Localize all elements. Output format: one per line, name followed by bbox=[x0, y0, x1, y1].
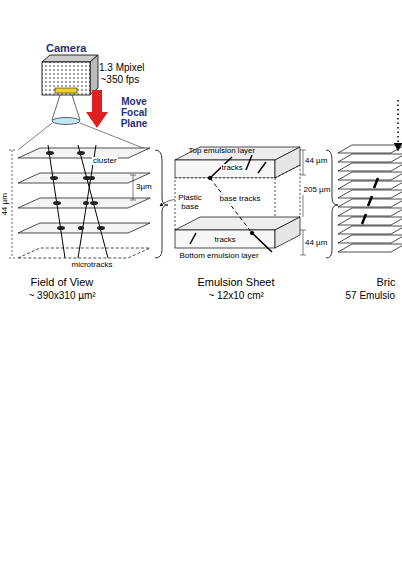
bracket bbox=[326, 150, 338, 258]
brick-sheet bbox=[338, 154, 402, 162]
camera-label: Camera bbox=[46, 42, 86, 54]
brick bbox=[338, 145, 402, 252]
focal-planes bbox=[18, 145, 150, 258]
part-label: base tracks bbox=[219, 195, 262, 204]
part-label: tracks bbox=[221, 164, 244, 173]
dimension-line bbox=[9, 150, 15, 258]
brick-sheet bbox=[338, 190, 402, 198]
brick-sheet bbox=[338, 163, 402, 171]
section-subtitle: 57 Emulsio bbox=[346, 290, 395, 301]
dimension-label: 44 µm bbox=[305, 157, 327, 166]
brick-sheet bbox=[338, 172, 402, 180]
brick-sheet bbox=[338, 244, 402, 252]
brick-sheet bbox=[338, 235, 402, 243]
dimension-label: 205 µm bbox=[303, 186, 332, 195]
brick-sheet bbox=[338, 208, 402, 216]
bracket bbox=[155, 150, 168, 258]
part-label: Bottom emulsion layer bbox=[180, 252, 259, 261]
part-label: cluster bbox=[92, 157, 118, 166]
section-title: Emulsion Sheet bbox=[198, 276, 275, 288]
dimension-label: 3µm bbox=[136, 183, 152, 192]
brick-tracks bbox=[362, 178, 378, 224]
focus-arrow bbox=[86, 90, 108, 128]
part-label: tracks bbox=[214, 236, 237, 245]
section-subtitle: ~ 12x10 cm² bbox=[209, 290, 264, 301]
brick-sheet bbox=[338, 145, 402, 153]
brick-sheet bbox=[338, 181, 402, 189]
part-label: microtracks bbox=[72, 261, 113, 270]
spec-text: 1.3 Mpixel bbox=[99, 62, 145, 73]
part-label: Plastic base bbox=[173, 194, 207, 212]
section-subtitle: ~ 390x310 µm² bbox=[29, 290, 96, 301]
dimension-line bbox=[130, 175, 136, 200]
dimension-label: 44 µm bbox=[305, 239, 327, 248]
section-title: Field of View bbox=[31, 276, 94, 288]
section-title: Bric bbox=[377, 276, 396, 288]
pointer-arrow bbox=[397, 100, 399, 150]
focus-label: Move Focal Plane bbox=[110, 96, 158, 129]
dimension-label: 44 µm bbox=[1, 193, 10, 215]
part-label: Top emulsion layer bbox=[189, 147, 256, 156]
spec-text: ~350 fps bbox=[101, 74, 140, 85]
brick-sheet bbox=[338, 217, 402, 225]
brick-sheet bbox=[338, 226, 402, 234]
